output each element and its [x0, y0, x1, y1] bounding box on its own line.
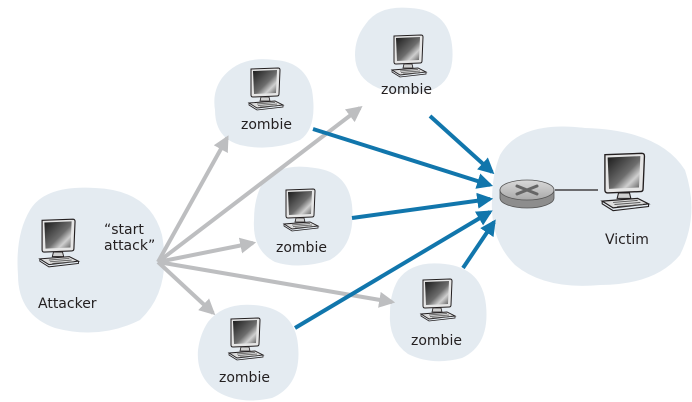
attacker-label: Attacker — [38, 296, 97, 312]
victim-computer-icon — [601, 152, 650, 212]
command-arrow-zombie-4 — [156, 260, 216, 316]
attack-arrow-zombie-3 — [351, 192, 494, 220]
zombie-5-label: zombie — [411, 333, 462, 349]
command-arrow-zombie-1 — [156, 135, 229, 263]
zombie-4-label: zombie — [219, 370, 270, 386]
zombie-2-computer-icon — [391, 34, 427, 78]
zombie-3-computer-icon — [283, 188, 319, 232]
attacker-computer-icon — [39, 218, 80, 268]
attack-arrow-zombie-2 — [428, 114, 495, 175]
router-icon — [499, 179, 555, 209]
attack-arrow-zombie-5 — [461, 219, 496, 270]
zombie-1-label: zombie — [241, 117, 292, 133]
command-label-line1: “start — [104, 222, 144, 238]
zombie-1-computer-icon — [248, 67, 284, 111]
command-arrow-zombie-3 — [157, 237, 257, 264]
zombie-2-label: zombie — [381, 82, 432, 98]
attack-arrows — [293, 114, 496, 330]
zombie-3-label: zombie — [276, 240, 327, 256]
attack-arrow-zombie-4 — [293, 210, 493, 330]
command-label-line2: attack” — [104, 238, 156, 254]
attack-arrow-zombie-1 — [312, 127, 494, 189]
victim-label: Victim — [605, 232, 649, 248]
zombie-4-computer-icon — [228, 317, 264, 361]
zombie-5-computer-icon — [420, 278, 456, 322]
